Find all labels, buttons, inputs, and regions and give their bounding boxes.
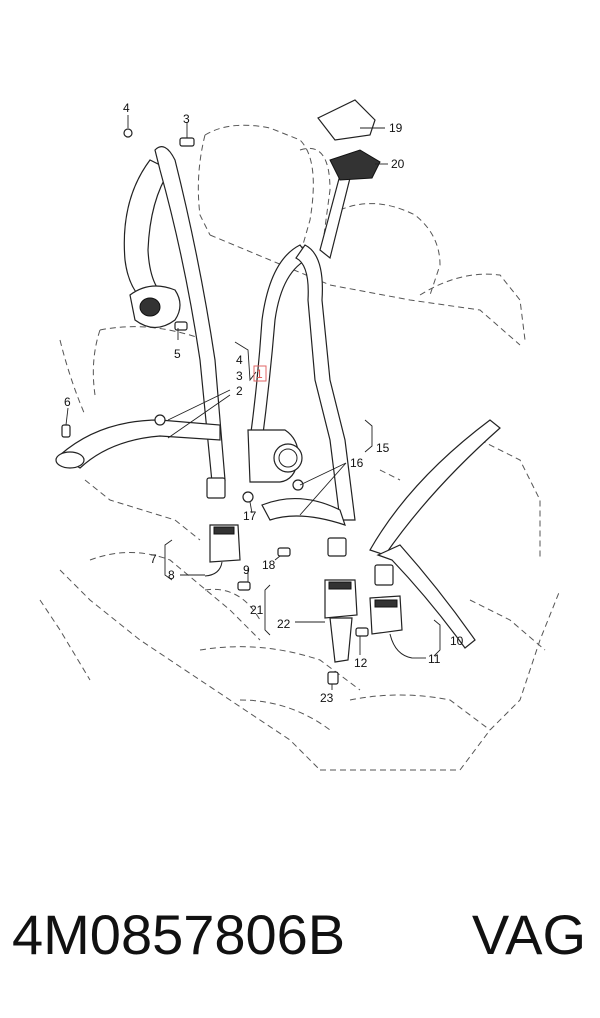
- right-belt-assembly: [369, 419, 501, 649]
- callout-17: 17: [243, 509, 257, 523]
- left-belt-assembly: [55, 146, 226, 499]
- callout-4: 4: [236, 353, 243, 367]
- highlighted-callout-box: [253, 365, 267, 382]
- callout-21: 21: [250, 603, 264, 617]
- callout-12: 12: [354, 656, 368, 670]
- bolts: [61, 128, 369, 685]
- buckles: [204, 524, 413, 663]
- callout-7: 7: [150, 552, 157, 566]
- callout-6: 6: [64, 395, 71, 409]
- seat-belt-exploded-diagram: 1 2 3 3 4 4 5 6 7 8 9 10 11 12 15 16 17 …: [39, 99, 561, 771]
- callout-5: 5: [174, 347, 181, 361]
- callout-4-upper: 4: [123, 101, 130, 115]
- part-number: 4M0857806B: [12, 903, 346, 966]
- seat-outline-dashed: [39, 124, 561, 771]
- footer: 4M0857806B VAG: [0, 880, 600, 990]
- callout-15: 15: [376, 441, 390, 455]
- callout-10: 10: [450, 634, 464, 648]
- callout-3: 3: [236, 369, 243, 383]
- callout-2: 2: [236, 384, 243, 398]
- upper-guide-parts: [317, 99, 381, 181]
- callout-9: 9: [243, 563, 250, 577]
- callout-11: 11: [428, 652, 441, 666]
- callout-20: 20: [391, 157, 405, 171]
- callout-1: 1: [256, 367, 263, 381]
- callout-22: 22: [277, 617, 291, 631]
- brand-label: VAG: [471, 903, 586, 966]
- callout-18: 18: [262, 558, 276, 572]
- leader-lines: [65, 115, 441, 690]
- callout-3-upper: 3: [183, 112, 190, 126]
- callout-16: 16: [350, 456, 364, 470]
- center-belt-assembly: [247, 174, 356, 557]
- callout-8: 8: [168, 568, 175, 582]
- callout-23: 23: [320, 691, 334, 705]
- callout-19: 19: [389, 121, 403, 135]
